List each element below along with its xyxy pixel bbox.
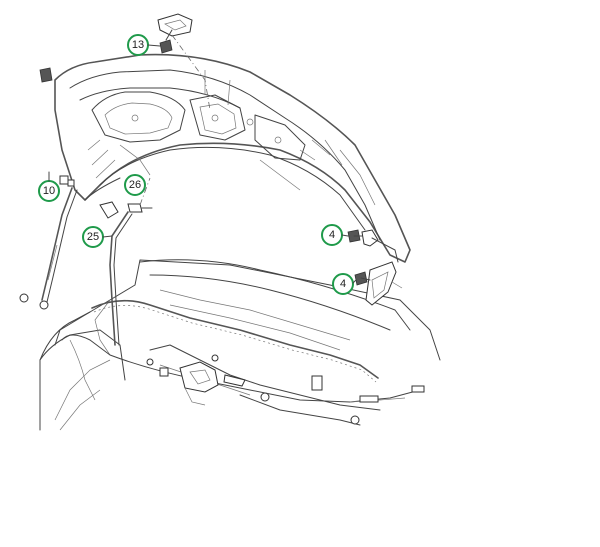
gas-strut [19, 67, 78, 310]
clip-part-2 [350, 415, 360, 425]
hood-lock-assembly [159, 361, 246, 406]
clip-part-3 [146, 358, 154, 366]
callout-4-lower-label: 4 [340, 278, 346, 290]
callout-26: 26 [124, 174, 146, 196]
hood-panel [54, 53, 411, 263]
callout-4-upper-label: 4 [329, 229, 335, 241]
engine-bay-structure [39, 259, 441, 431]
clip-part-4 [211, 354, 219, 362]
clip-part [260, 392, 270, 402]
cable-sleeve [359, 395, 379, 403]
callout-13: 13 [127, 34, 161, 56]
cable-end [411, 385, 425, 393]
callout-25-label: 25 [87, 231, 99, 243]
callout-4-upper: 4 [321, 224, 349, 246]
callout-10: 10 [38, 171, 60, 202]
hood-hinge-top [157, 13, 211, 111]
hood-seal [91, 299, 379, 383]
hood-hinge-right [347, 229, 403, 306]
callout-13-label: 13 [132, 39, 144, 51]
callout-4-lower: 4 [332, 273, 357, 295]
callout-25: 25 [82, 226, 113, 248]
grommet-part [311, 375, 323, 391]
callout-26-label: 26 [129, 179, 141, 191]
hood-support-rod [99, 177, 153, 346]
callout-10-label: 10 [43, 185, 55, 197]
lock-bolt [159, 367, 169, 377]
release-cable [61, 334, 425, 403]
